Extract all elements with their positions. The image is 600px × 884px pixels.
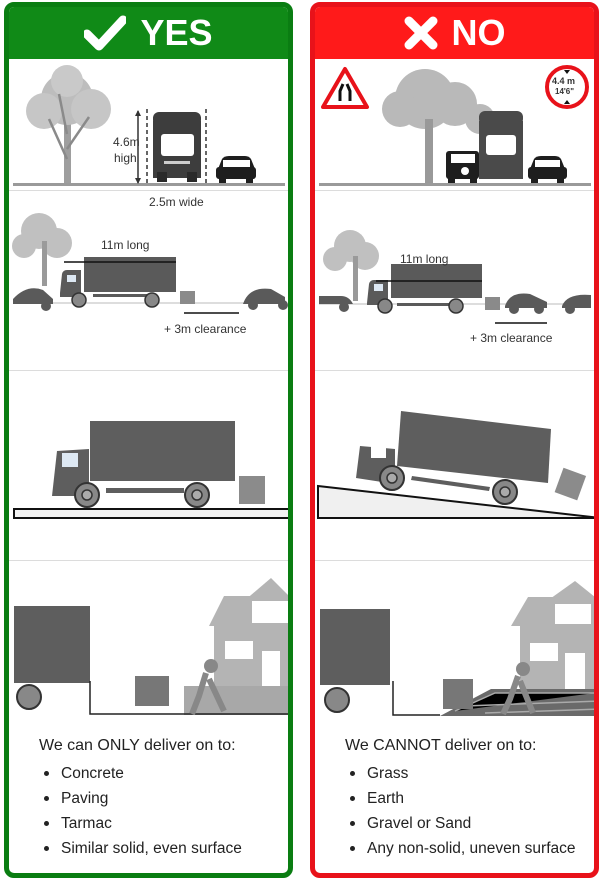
car-icon (505, 293, 547, 314)
no-label: NO (451, 12, 506, 53)
length-illustration (319, 230, 591, 324)
length-label: 11m long (101, 238, 150, 252)
car-icon (319, 296, 353, 312)
height-limit-metric: 4.4 m (552, 76, 576, 86)
no-header: NO (315, 7, 594, 59)
yes-header: YES (9, 7, 288, 59)
yes-panel: YES (4, 2, 293, 878)
car-icon (528, 156, 567, 183)
car-icon (216, 156, 256, 183)
height-limit-sign-icon (545, 65, 589, 109)
scene-dimensions: 4.4 m 14'6" (315, 59, 594, 191)
disallowed-surfaces-list: Grass Earth Gravel or Sand Any non-solid… (345, 761, 594, 861)
bullet-icon (44, 821, 49, 826)
bullet-icon (350, 771, 355, 776)
height-limit-imperial: 14'6" (555, 87, 575, 96)
bullet-icon (44, 771, 49, 776)
level-truck-illustration (13, 421, 288, 519)
road-narrows-sign-icon (321, 67, 369, 109)
list-item: Concrete (39, 761, 288, 786)
allowed-surfaces-list: Concrete Paving Tarmac Similar solid, ev… (39, 761, 288, 861)
scene-length: 11m long + 3m clearance (9, 191, 288, 371)
scene-dimensions: 4.6m high 2.5m wide (9, 59, 288, 209)
list-item: Any non-solid, uneven surface (345, 836, 594, 861)
truck-front-icon (153, 112, 201, 182)
cross-icon (404, 16, 437, 50)
scene-surface (9, 371, 288, 561)
bullet-icon (350, 846, 355, 851)
list-item: Earth (345, 786, 594, 811)
restrictions-illustration (319, 65, 591, 186)
length-label: 11m long (400, 252, 449, 266)
no-panel: NO (310, 2, 599, 878)
bullet-icon (350, 821, 355, 826)
list-item: Gravel or Sand (345, 811, 594, 836)
scene-surface (315, 371, 594, 561)
length-illustration (12, 213, 288, 314)
tree-icon (323, 230, 379, 301)
height-label-2: high (114, 151, 137, 165)
list-item: Tarmac (39, 811, 288, 836)
scene-delivery (315, 561, 594, 721)
yes-label: YES (140, 12, 213, 53)
house-icon (511, 581, 594, 689)
bullet-icon (350, 796, 355, 801)
bullet-icon (44, 846, 49, 851)
truck-side-icon (60, 257, 176, 308)
scene-delivery (9, 561, 288, 721)
height-label: 4.6m (113, 135, 140, 149)
car-icon (562, 294, 591, 314)
truck-front-icon (479, 111, 523, 179)
list-item: Similar solid, even surface (39, 836, 288, 861)
tree-icon (12, 213, 72, 286)
no-info-title: We CANNOT deliver on to: (345, 737, 537, 754)
clearance-label: + 3m clearance (164, 322, 247, 336)
jeep-icon (446, 151, 479, 183)
uneven-delivery-illustration (320, 581, 594, 716)
truck-side-icon (367, 264, 482, 314)
bullet-icon (44, 796, 49, 801)
no-info: We CANNOT deliver on to: Grass Earth Gra… (315, 723, 594, 873)
car-icon (13, 288, 53, 311)
scene-length: 11m long + 3m clearance (315, 191, 594, 371)
list-item: Grass (345, 761, 594, 786)
clearance-label: + 3m clearance (470, 331, 553, 345)
car-icon (243, 288, 288, 310)
house-icon (209, 578, 288, 686)
dimensions-illustration (13, 65, 285, 186)
list-item: Paving (39, 786, 288, 811)
yes-info-title: We can ONLY deliver on to: (39, 737, 236, 754)
yes-info: We can ONLY deliver on to: Concrete Pavi… (9, 723, 288, 873)
sloped-truck-illustration (317, 411, 594, 519)
width-label: 2.5m wide (149, 195, 204, 209)
delivery-illustration (14, 578, 288, 716)
tree-icon (26, 65, 111, 184)
check-icon (84, 15, 127, 51)
